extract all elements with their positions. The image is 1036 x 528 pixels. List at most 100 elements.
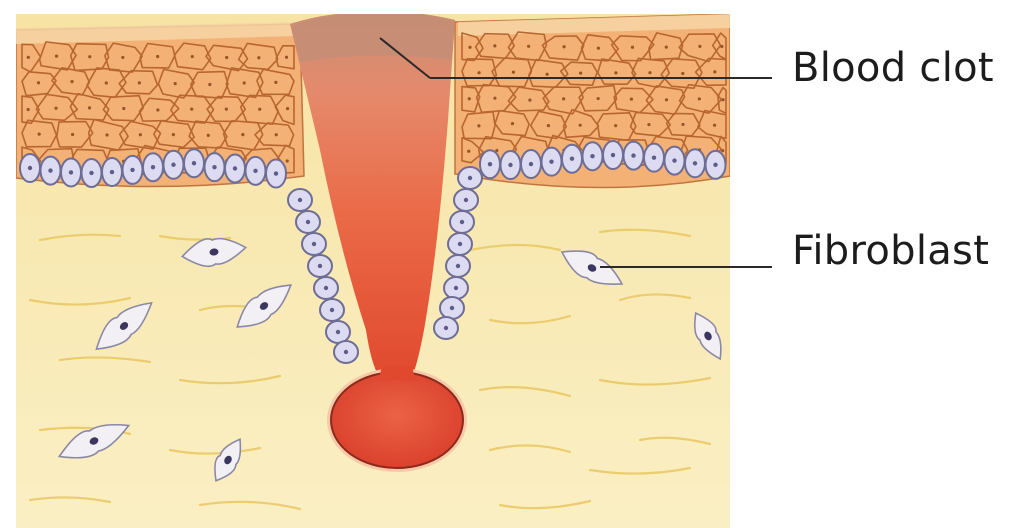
epidermal-cell-nucleus [105, 81, 108, 84]
epidermal-cell-nucleus [630, 98, 633, 101]
epidermal-cell-nucleus [208, 83, 211, 86]
epidermal-cell-nucleus [225, 108, 228, 111]
epidermal-cell-nucleus [191, 55, 194, 58]
epidermal-cell-nucleus [720, 45, 723, 48]
basal-cell-nucleus [318, 264, 322, 268]
epidermal-cell-nucleus [527, 45, 530, 48]
epidermal-cell-nucleus [597, 47, 600, 50]
epidermal-cell-nucleus [27, 56, 30, 59]
epidermal-cell-nucleus [477, 124, 480, 127]
epidermal-cell-nucleus [156, 108, 159, 111]
basal-cell-nucleus [212, 165, 216, 169]
epidermal-cell-nucleus [713, 70, 716, 73]
epidermal-cell-nucleus [156, 55, 159, 58]
basal-cell-nucleus [344, 350, 348, 354]
basal-cell-nucleus [192, 161, 196, 165]
epidermal-cell-nucleus [285, 56, 288, 59]
label-fibroblast: Fibroblast [792, 228, 989, 274]
epidermal-cell-nucleus [241, 133, 244, 136]
epidermal-cell-nucleus [37, 81, 40, 84]
epidermal-cell-nucleus [511, 122, 514, 125]
epidermal-cell-nucleus [528, 99, 531, 102]
epidermal-cell-nucleus [190, 108, 193, 111]
epidermal-cell-nucleus [225, 56, 228, 59]
epidermal-cell-nucleus [512, 71, 515, 74]
epidermal-cell-nucleus [207, 134, 210, 137]
epidermal-cell-nucleus [698, 97, 701, 100]
epidermal-cell-nucleus [54, 107, 57, 110]
basal-cell-nucleus [611, 153, 615, 157]
epidermal-cell-nucleus [88, 55, 91, 58]
epidermal-cell-nucleus [562, 97, 565, 100]
epidermal-cell-nucleus [647, 123, 650, 126]
epidermal-cell-nucleus [172, 133, 175, 136]
epidermal-cell-nucleus [467, 150, 470, 153]
epidermal-cell-nucleus [122, 107, 125, 110]
basal-cell-nucleus [274, 171, 278, 175]
label-blood-clot: Blood clot [792, 45, 994, 91]
basal-cell-nucleus [488, 162, 492, 166]
epidermal-cell-nucleus [546, 73, 549, 76]
epidermal-cell-nucleus [631, 46, 634, 49]
basal-cell-nucleus [336, 330, 340, 334]
basal-cell-nucleus [672, 158, 676, 162]
epidermal-cell-nucleus [681, 72, 684, 75]
epidermal-cell-nucleus [665, 46, 668, 49]
basal-cell-nucleus [48, 168, 52, 172]
epidermal-cell-nucleus [493, 44, 496, 47]
basal-cell-nucleus [312, 242, 316, 246]
epidermal-cell-nucleus [286, 159, 289, 162]
epidermal-cell-nucleus [243, 81, 246, 84]
epidermal-cell-nucleus [468, 97, 471, 100]
epidermal-cell-nucleus [721, 98, 724, 101]
epidermal-cell-nucleus [681, 123, 684, 126]
epidermal-cell-nucleus [275, 133, 278, 136]
epidermal-cell-nucleus [597, 97, 600, 100]
epidermal-cell-nucleus [579, 124, 582, 127]
basal-cell-nucleus [306, 220, 310, 224]
basal-cell-nucleus [454, 286, 458, 290]
basal-cell-nucleus [631, 153, 635, 157]
epidermal-cell-nucleus [614, 124, 617, 127]
basal-cell-nucleus [464, 198, 468, 202]
basal-cell-nucleus [570, 157, 574, 161]
basal-cell-nucleus [69, 170, 73, 174]
epidermal-cell-nucleus [71, 133, 74, 136]
basal-cell-nucleus [652, 155, 656, 159]
epidermal-cell-nucleus [648, 71, 651, 74]
epidermal-cell-nucleus [713, 124, 716, 127]
epidermal-cell-nucleus [27, 108, 30, 111]
epidermal-cell-nucleus [138, 81, 141, 84]
epidermal-cell-nucleus [105, 133, 108, 136]
epidermal-cell-nucleus [174, 82, 177, 85]
basal-cell-nucleus [130, 168, 134, 172]
epidermal-cell-nucleus [563, 45, 566, 48]
blood-clot-bulb [331, 372, 463, 468]
epidermal-cell-nucleus [258, 108, 261, 111]
epidermal-cell-nucleus [55, 55, 58, 58]
epidermal-cell-nucleus [257, 56, 260, 59]
epidermal-cell-nucleus [547, 124, 550, 127]
epidermal-cell-nucleus [38, 133, 41, 136]
basal-cell-nucleus [151, 165, 155, 169]
basal-cell-nucleus [693, 161, 697, 165]
epidermal-cell-nucleus [579, 71, 582, 74]
basal-cell-nucleus [324, 286, 328, 290]
epidermal-cell-nucleus [70, 80, 73, 83]
basal-cell-nucleus [456, 264, 460, 268]
basal-cell-nucleus [713, 163, 717, 167]
epidermal-cell-nucleus [614, 71, 617, 74]
basal-cell-nucleus [110, 170, 114, 174]
basal-cell-nucleus [233, 166, 237, 170]
epidermal-cell-nucleus [468, 46, 471, 49]
epidermal-cell-nucleus [477, 71, 480, 74]
basal-cell-nucleus [460, 220, 464, 224]
epidermal-cell-nucleus [88, 106, 91, 109]
basal-cell-nucleus [508, 163, 512, 167]
epidermal-cell-nucleus [286, 107, 289, 110]
epidermal-cell-nucleus [139, 133, 142, 136]
basal-cell-nucleus [529, 162, 533, 166]
basal-cell-nucleus [468, 176, 472, 180]
epidermal-cell-nucleus [721, 149, 724, 152]
epidermal-cell-nucleus [274, 81, 277, 84]
